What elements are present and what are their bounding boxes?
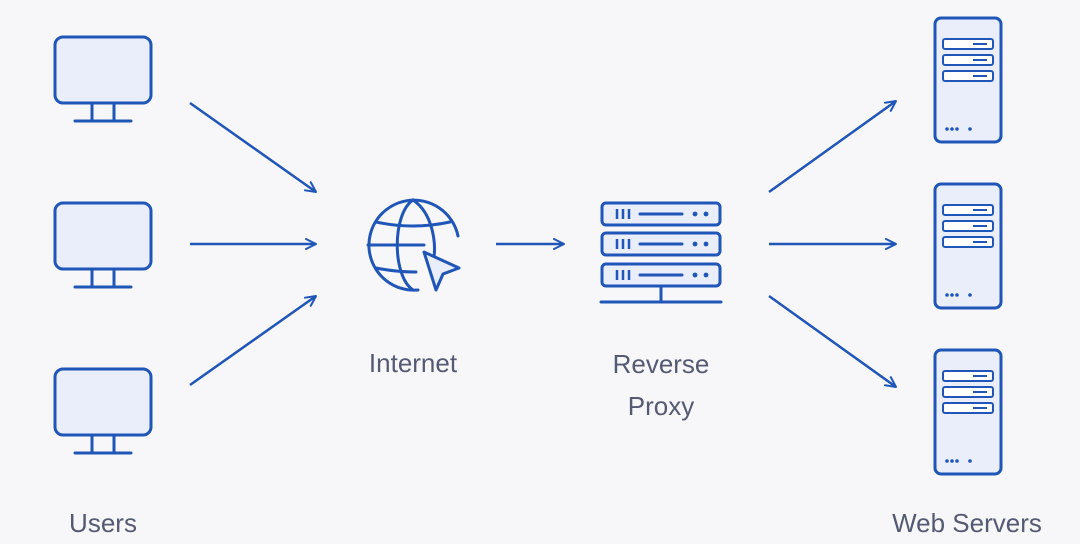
internet-label-text: Internet (368, 348, 458, 378)
reverse-proxy-label-line2: Proxy (627, 391, 695, 421)
web-servers-label: Web Servers (872, 502, 1062, 544)
reverse-proxy-label-line1: Reverse (612, 349, 710, 379)
user-monitor-icon (53, 35, 153, 123)
tower-server-icon (933, 16, 1003, 144)
arrow-right-icon (768, 294, 897, 389)
globe-cursor-icon (366, 198, 461, 292)
server-rack-icon (599, 201, 723, 304)
arrow-right-icon (768, 99, 897, 194)
web-servers-label-text: Web Servers (892, 508, 1042, 538)
users-label: Users (33, 502, 173, 544)
tower-server-icon (933, 182, 1003, 310)
user-monitor-icon (53, 201, 153, 289)
internet-label: Internet (343, 342, 483, 384)
arrow-right-icon (189, 294, 317, 387)
user-monitor-icon (53, 367, 153, 455)
users-label-text: Users (69, 508, 137, 538)
reverse-proxy-label: Reverse Proxy (581, 343, 741, 427)
tower-server-icon (933, 348, 1003, 476)
arrow-right-icon (189, 101, 317, 194)
